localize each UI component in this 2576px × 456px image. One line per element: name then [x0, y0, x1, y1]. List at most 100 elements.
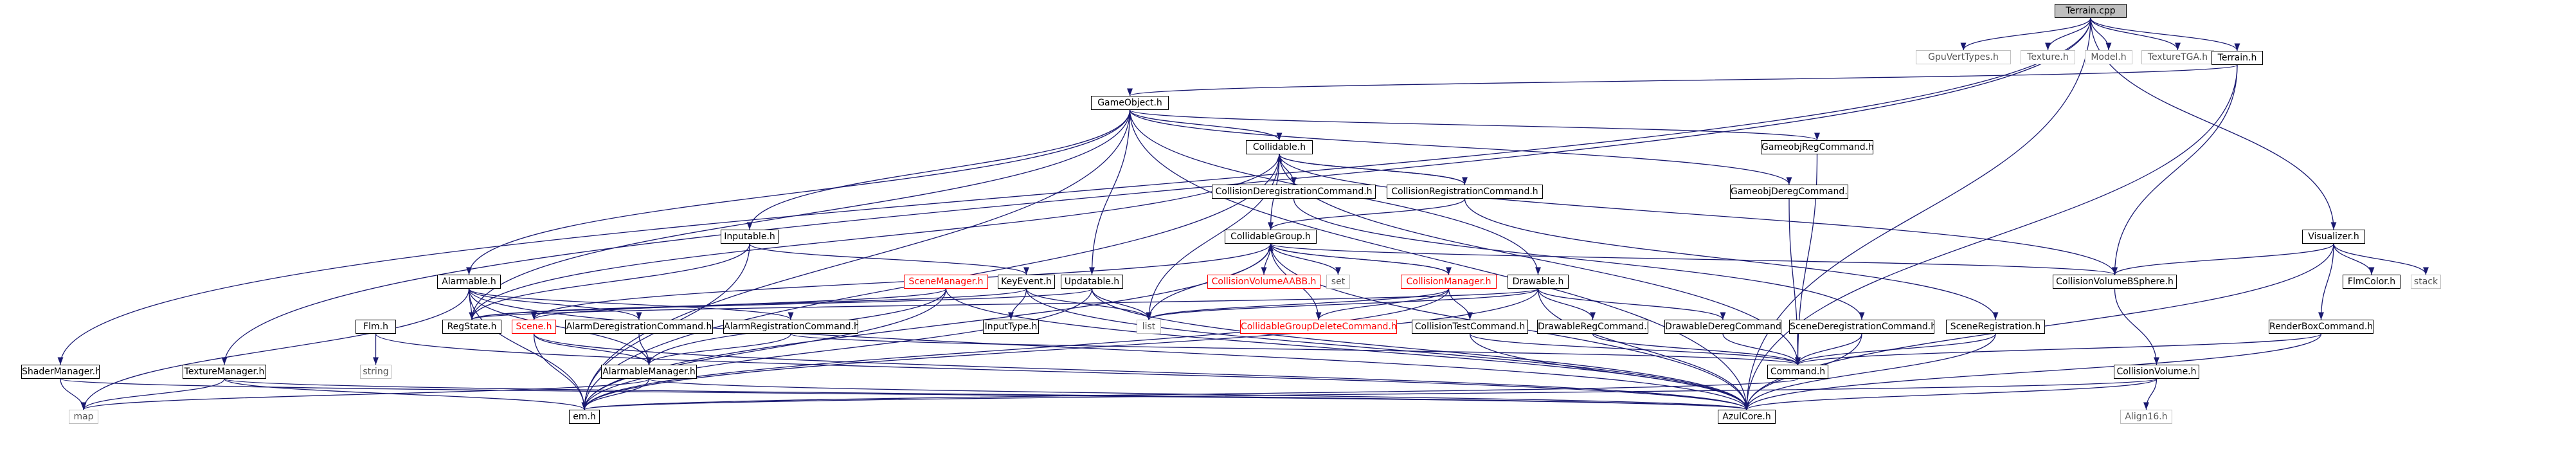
edge-drawable-h-to-list — [1146, 288, 1539, 320]
node-drawable-h[interactable]: Drawable.h — [1508, 275, 1569, 289]
edge-gameobject-h-to-em-h — [581, 109, 1131, 410]
node-collidablegroupdeletecommand-h[interactable]: CollidableGroupDeleteCommand.h — [1240, 320, 1397, 334]
edge-collidablegroup-h-to-scene-h — [531, 243, 1272, 320]
edge-flm-h-to-azulcore-h — [375, 333, 1750, 410]
node-regstate-h[interactable]: RegState.h — [442, 320, 501, 334]
edge-collisionvolume-h-to-azulcore-h — [1743, 378, 2157, 410]
edge-collidable-h-to-list — [1146, 154, 1280, 320]
edge-scene-h-to-alarmablemanager-h — [533, 333, 652, 365]
node-texturemanager-h[interactable]: TextureManager.h — [183, 365, 266, 379]
edge-command-h-to-em-h — [582, 378, 1799, 410]
edge-collisionmanager-h-to-em-h — [581, 288, 1450, 410]
edge-shadermanager-h-to-azulcore-h — [60, 378, 1749, 410]
node-collisionmanager-h[interactable]: CollisionManager.h — [1401, 275, 1497, 289]
edge-terrain-cpp-to-texturemanager-h — [221, 17, 2091, 365]
edge-collisiontestcommand-h-to-command-h — [1469, 333, 1801, 365]
node-sceneregistration-h[interactable]: SceneRegistration.h — [1946, 320, 2045, 334]
edge-gameobjderegcommand-h-to-command-h — [1788, 198, 1801, 365]
node-drawableregcommand-h[interactable]: DrawableRegCommand.h — [1537, 320, 1648, 334]
node-collisionderegistrationcommand-h[interactable]: CollisionDeregistrationCommand.h — [1212, 185, 1376, 199]
edge-collisionregistrationcommand-h-to-collidablegroup-h — [1268, 198, 1466, 230]
node-collidablegroup-h[interactable]: CollidableGroup.h — [1225, 230, 1317, 244]
node-collidable-h[interactable]: Collidable.h — [1246, 140, 1313, 154]
edge-keyevent-h-to-list — [1025, 288, 1152, 320]
edge-collisionmanager-h-to-collidablegroup-h — [1268, 243, 1450, 275]
node-gameobjderegcommand-h[interactable]: GameobjDeregCommand.h — [1730, 185, 1848, 199]
edge-inputable-h-to-keyevent-h — [749, 243, 1029, 275]
node-fmcolor-h[interactable]: FlmColor.h — [2343, 275, 2400, 289]
node-command-h[interactable]: Command.h — [1767, 365, 1828, 379]
edge-alarmable-h-to-em-h — [468, 288, 588, 410]
edge-alarmable-h-to-azulcore-h — [468, 288, 1750, 410]
edge-drawablederegcommand-h-to-command-h — [1722, 333, 1801, 365]
edge-alarmregistrationcommand-h-to-command-h — [790, 333, 1801, 365]
edge-gameobject-h-to-azulcore-h — [1129, 109, 1750, 410]
edge-terrain-cpp-to-texture-h — [2044, 17, 2091, 51]
node-collisionvolumebsphere-h[interactable]: CollisionVolumeBSphere.h — [2053, 275, 2177, 289]
edge-collisionregistrationcommand-h-to-sceneregistration-h — [1464, 198, 1999, 320]
node-drawablederegcommand-h[interactable]: DrawableDeregCommand.h — [1664, 320, 1781, 334]
edge-collidable-h-to-regstate-h — [469, 154, 1280, 320]
node-list[interactable]: list — [1137, 320, 1161, 334]
node-flm-h[interactable]: Flm.h — [356, 320, 396, 334]
edge-rendererboxcommand-h-to-azulcore-h — [1743, 333, 2322, 410]
node-gameobject-h[interactable]: GameObject.h — [1091, 96, 1169, 110]
node-map[interactable]: map — [69, 410, 98, 424]
node-collisionregistrationcommand-h[interactable]: CollisionRegistrationCommand.h — [1387, 185, 1543, 199]
node-scenemanager-h[interactable]: SceneManager.h — [904, 275, 988, 289]
node-align16-h[interactable]: Align16.h — [2120, 410, 2172, 424]
node-inputable-h[interactable]: Inputable.h — [721, 230, 779, 244]
node-model-h[interactable]: Model.h — [2085, 50, 2132, 64]
edge-alarmable-h-to-alarmderegistrationcommand-h — [468, 288, 642, 320]
edge-gameobject-h-to-alarmable-h — [466, 109, 1131, 275]
node-terrain-h[interactable]: Terrain.h — [2211, 51, 2263, 65]
node-collisionvolume-h[interactable]: CollisionVolume.h — [2114, 365, 2199, 379]
edge-alarmable-h-to-map — [80, 288, 470, 410]
edge-drawable-h-to-drawableregcommand-h — [1537, 288, 1596, 320]
edge-sceneregistration-h-to-azulcore-h — [1743, 333, 1996, 410]
node-string[interactable]: string — [360, 365, 392, 379]
node-shadermanager-h[interactable]: ShaderManager.h — [21, 365, 100, 379]
edge-gameobject-h-to-regstate-h — [469, 109, 1131, 320]
edge-collisionregistrationcommand-h-to-collidable-h — [1276, 154, 1466, 185]
node-alarmablemanager-h[interactable]: AlarmableManager.h — [601, 365, 697, 379]
edge-rendererboxcommand-h-to-command-h — [1795, 333, 2322, 365]
edge-updatable-h-to-em-h — [581, 288, 1093, 410]
node-collisiontestcommand-h[interactable]: CollisionTestCommand.h — [1412, 320, 1528, 334]
node-alarmregistrationcommand-h[interactable]: AlarmRegistrationCommand.h — [723, 320, 858, 334]
node-inputtype-h[interactable]: InputType.h — [983, 320, 1039, 334]
edge-visualizer-h-to-stack — [2333, 243, 2429, 275]
node-updatable-h[interactable]: Updatable.h — [1061, 275, 1123, 289]
node-rendererboxcommand-h[interactable]: RenderBoxCommand.h — [2269, 320, 2373, 334]
node-stack[interactable]: stack — [2411, 275, 2441, 289]
node-gpuverttypes-h[interactable]: GpuVertTypes.h — [1916, 50, 2011, 64]
node-em-h[interactable]: em.h — [569, 410, 600, 424]
node-scene-h[interactable]: Scene.h — [512, 320, 556, 334]
edge-collisionvolumebsphere-h-to-collisionvolume-h — [2114, 288, 2160, 365]
edge-keyevent-h-to-azulcore-h — [1025, 288, 1750, 410]
edge-collisionvolume-h-to-align16-h — [2143, 378, 2157, 410]
edge-texturemanager-h-to-em-h — [224, 378, 588, 410]
node-scenederegistrationcommand-h[interactable]: SceneDeregistrationCommand.h — [1789, 320, 1934, 334]
node-terrain-cpp[interactable]: Terrain.cpp — [2055, 4, 2127, 18]
edge-drawable-h-to-drawablederegcommand-h — [1537, 288, 1726, 320]
node-collisionvolumeaabb-h[interactable]: CollisionVolumeAABB.h — [1207, 275, 1320, 289]
edge-terrain-cpp-to-gpuverttypes-h — [1960, 17, 2091, 51]
node-gameobjregcommand-h[interactable]: GameobjRegCommand.h — [1761, 140, 1873, 154]
edge-alarmablemanager-h-to-map — [80, 378, 650, 410]
edge-sceneregistration-h-to-command-h — [1795, 333, 1996, 365]
node-texturetga-h[interactable]: TextureTGA.h — [2141, 50, 2214, 64]
node-visualizer-h[interactable]: Visualizer.h — [2302, 230, 2365, 244]
edge-gameobject-h-to-updatable-h — [1088, 109, 1131, 275]
node-keyevent-h[interactable]: KeyEvent.h — [998, 275, 1055, 289]
edge-terrain-h-to-azulcore-h — [1743, 64, 2238, 410]
node-alarmderegistrationcommand-h[interactable]: AlarmDeregistrationCommand.h — [565, 320, 713, 334]
node-azulcore-h[interactable]: AzulCore.h — [1718, 410, 1776, 424]
edge-collisionvolume-h-to-em-h — [582, 378, 2157, 410]
edge-scenederegistrationcommand-h-to-command-h — [1794, 333, 1862, 365]
node-set[interactable]: set — [1326, 275, 1350, 289]
edge-scenemanager-h-to-em-h — [581, 288, 947, 410]
edge-gameobject-h-to-inputable-h — [746, 109, 1131, 230]
node-alarmable-h[interactable]: Alarmable.h — [437, 275, 501, 289]
node-texture-h[interactable]: Texture.h — [2021, 50, 2075, 64]
